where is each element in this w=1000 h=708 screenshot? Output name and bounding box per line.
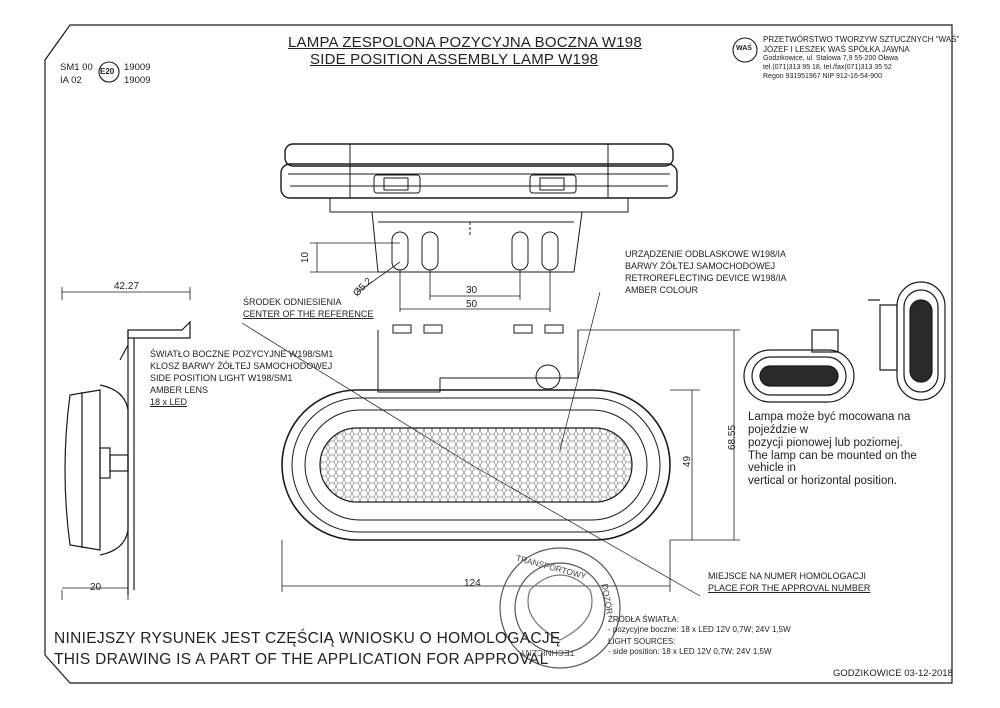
iso-view-horizontal [743, 329, 855, 403]
side-light-label-2: KLOSZ BARWY ŻÓŁTEJ SAMOCHODOWEJ [150, 361, 333, 371]
dim-50: 50 [466, 299, 478, 310]
reflector-label-2: BARWY ŻÓŁTEJ SAMOCHODOWEJ [625, 261, 776, 271]
light-sources-en-line: - side position: 18 x LED 12V 0,7W; 24V … [608, 647, 772, 656]
mount-note-pl-3: pozycji pionowej lub poziomej. [748, 437, 903, 449]
front-view-lamp [281, 324, 671, 541]
mount-note-en-3: vertical or horizontal position. [748, 475, 897, 487]
mount-note-pl-2: pojeździe w [748, 424, 809, 436]
dim-front-lines [281, 329, 740, 592]
light-sources-pl-line: - pozycyjne boczne: 18 x LED 12V 0,7W; 2… [608, 625, 791, 634]
title-english: SIDE POSITION ASSEMBLY LAMP W198 [310, 51, 599, 68]
application-statement-pl: NINIEJSZY RYSUNEK JEST CZĘŚCIĄ WNIOSKU O… [54, 630, 561, 647]
side-view-lamp [61, 287, 191, 600]
dim-20: 20 [90, 582, 102, 593]
dim-10-lines [310, 242, 400, 273]
reflector-label-3: RETROREFLECTING DEVICE W198/IA [625, 273, 787, 283]
reflector-label-1: URZĄDZENIE ODBLASKOWE W198/IA [625, 249, 787, 259]
approval-place-label-1: MIEJSCE NA NUMER HOMOLOGACJI [708, 571, 867, 581]
company-name: PRZETWÓRSTWO TWORZYW SZTUCZNYCH "WAŚ" [763, 35, 960, 44]
dim-68-55: 68.55 [727, 424, 739, 451]
title-polish: LAMPA ZESPOLONA POZYCYJNA BOCZNA W198 [288, 34, 642, 51]
ia-code: IA 02 [60, 75, 82, 86]
mount-note-en-1: The lamp can be mounted on the [748, 450, 917, 462]
place-date: GODZIKOWICE 03-12-2018 [833, 668, 953, 679]
side-light-label-1: ŚWIATŁO BOCZNE POZYCYJNE W198/SM1 [150, 349, 334, 359]
iso-view-vertical [868, 281, 946, 401]
dim-124: 124 [464, 578, 481, 589]
company-logo: WAŚ [736, 45, 752, 52]
stamp-text-bottom: TECHNICZNY [520, 648, 575, 658]
approval-stamp [499, 547, 621, 669]
emark-circle [98, 61, 120, 83]
light-sources-en-head: LIGHT SOURCES: [608, 637, 676, 646]
approval-code-2: 19009 [124, 75, 151, 86]
side-light-label-4: AMBER LENS [150, 385, 209, 395]
dim-42-27: 42.27 [114, 281, 140, 292]
light-sources-pl-head: ŹRÓDŁA ŚWIATŁA: [608, 615, 679, 624]
lamp-logo-circle [535, 364, 561, 390]
side-light-label-3: SIDE POSITION LIGHT W198/SM1 [150, 373, 293, 383]
company-address: Godzikowice, ul. Stalowa 7,9 55-200 Oław… [763, 55, 899, 62]
dim-10: 10 [300, 251, 312, 264]
side-light-label-5: 18 x LED [150, 397, 188, 407]
sm-code: SM1 00 [60, 62, 93, 73]
dim-30-50-lines [357, 261, 551, 312]
dim-30: 30 [466, 285, 478, 296]
sheet-frame [44, 24, 953, 684]
application-statement-en: THIS DRAWING IS A PART OF THE APPLICATIO… [54, 651, 549, 668]
company-owners: JÓZEF I LESZEK WAŚ SPÓŁKA JAWNA [763, 45, 910, 54]
dim-49: 49 [682, 455, 694, 468]
company-regon: Regon 931951967 NIP 912-16-54-900 [763, 73, 882, 80]
company-phone: tel.(071)313 95 18, tel./fax(071)313 35 … [763, 64, 892, 71]
approval-code-1: 19009 [124, 62, 151, 73]
center-ref-label-2: CENTER OF THE REFERENCE [243, 309, 374, 319]
top-view-housing [280, 143, 678, 273]
reflector-label-4: AMBER COLOUR [625, 285, 699, 295]
center-ref-label-1: ŚRODEK ODNIESIENIA [243, 297, 342, 307]
approval-place-label-2: PLACE FOR THE APPROVAL NUMBER [708, 583, 871, 593]
emark-label: E20 [100, 67, 115, 76]
mount-note-en-2: vehicle in [748, 462, 796, 474]
company-logo-circle [732, 37, 758, 63]
reference-center-lines [241, 291, 701, 597]
mount-note-pl-1: Lampa może być mocowana na [748, 411, 911, 423]
